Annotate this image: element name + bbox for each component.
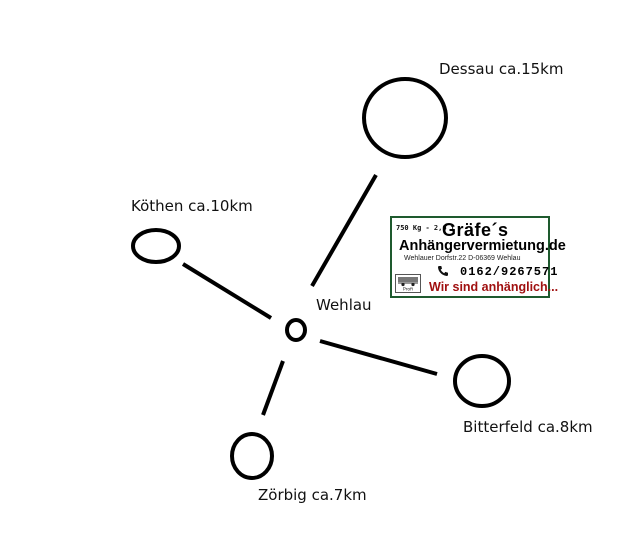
route-line-zoerbig — [261, 360, 285, 416]
place-label-bitterfeld: Bitterfeld ca.8km — [463, 418, 593, 436]
place-circle-zoerbig — [230, 432, 274, 480]
route-line-bitterfeld — [319, 339, 438, 376]
phone-icon — [437, 266, 448, 277]
trailer-icon-text: Profi — [403, 287, 413, 293]
company-name: Gräfe´s — [442, 220, 509, 240]
place-label-koethen: Köthen ca.10km — [131, 197, 253, 215]
place-label-wehlau: Wehlau — [316, 296, 372, 314]
place-circle-koethen — [131, 228, 181, 264]
phone-number: 0162/9267571 — [460, 265, 559, 279]
place-circle-bitterfeld — [453, 354, 511, 408]
slogan: Wir sind anhänglich... — [429, 280, 559, 294]
place-circle-wehlau — [285, 318, 307, 342]
trailer-icon: Profi — [395, 274, 421, 293]
route-line-dessau — [310, 174, 378, 287]
capacity-tag: 750 Kg - 2,6 t — [396, 224, 456, 232]
advertisement-sign: 750 Kg - 2,6 t Gräfe´s Anhängervermietun… — [390, 216, 566, 298]
place-label-dessau: Dessau ca.15km — [439, 60, 564, 78]
route-line-koethen — [181, 262, 273, 320]
company-address: Wehlauer Dorfstr.22 D-06369 Wehlau — [404, 255, 521, 262]
place-circle-dessau — [362, 77, 448, 159]
place-label-zoerbig: Zörbig ca.7km — [258, 486, 367, 504]
company-website: Anhängervermietung.de — [399, 238, 566, 254]
